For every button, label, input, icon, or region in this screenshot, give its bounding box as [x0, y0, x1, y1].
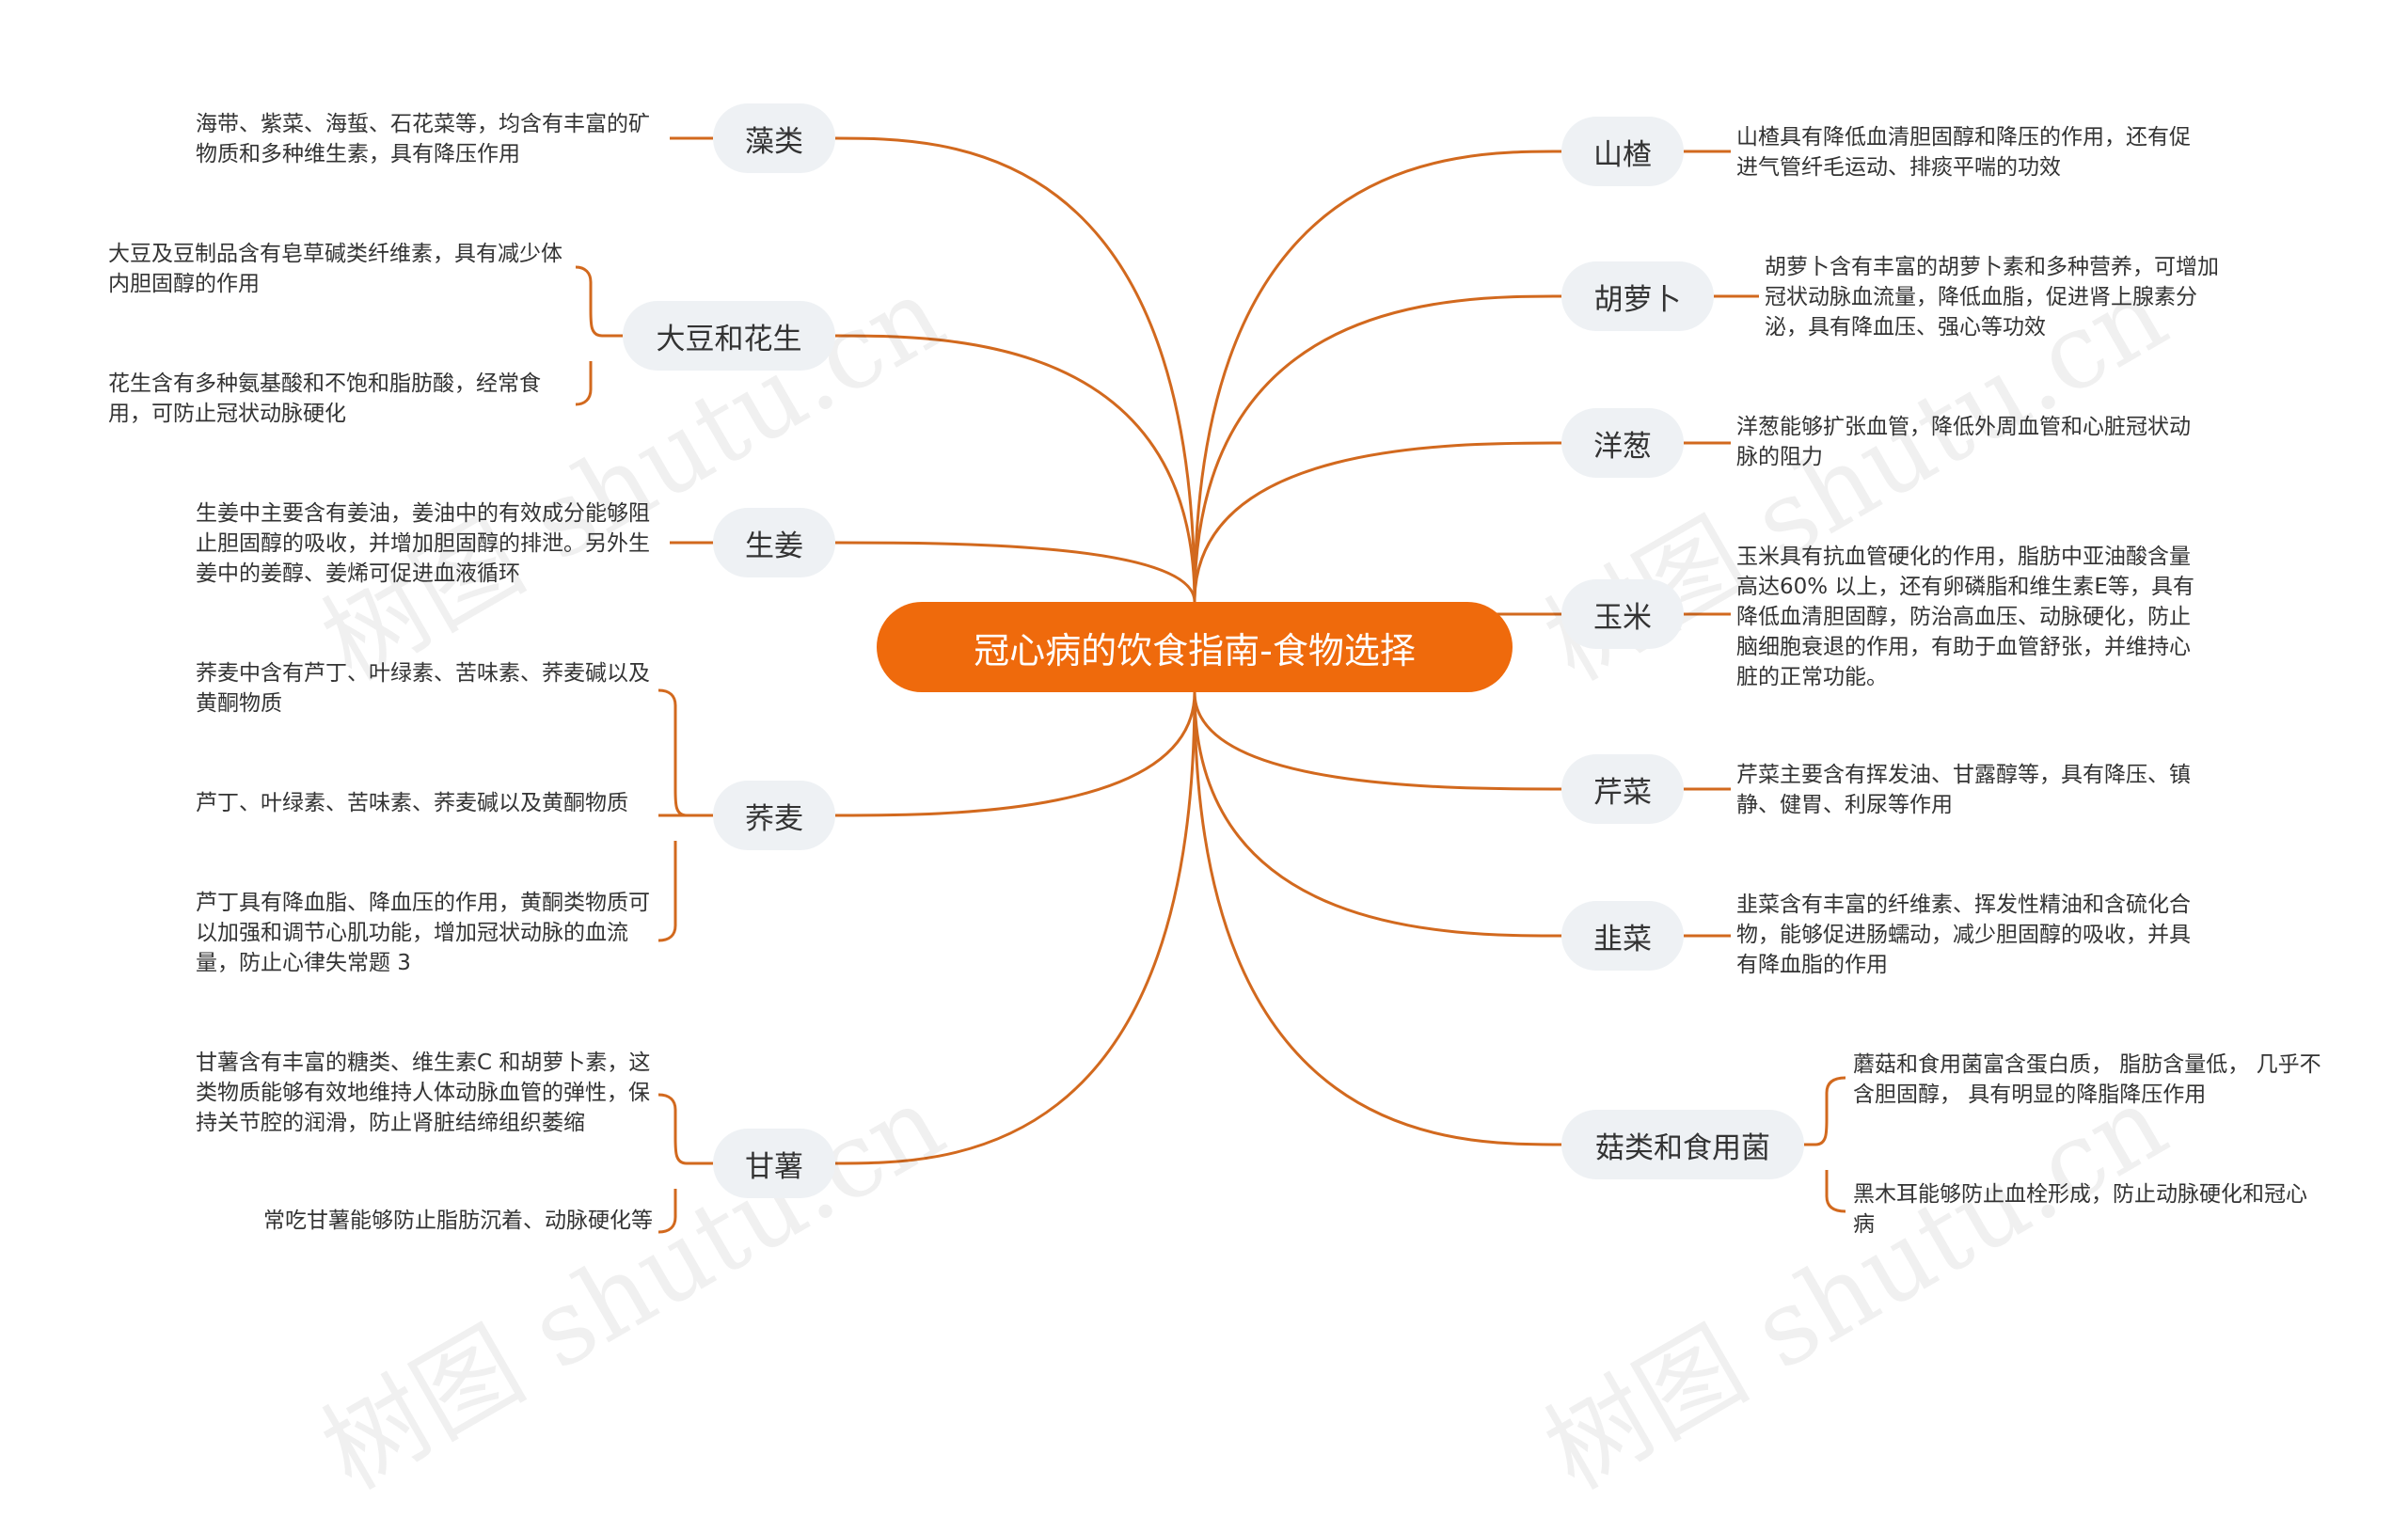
leaf-ginger-1: 生姜中主要含有姜油，姜油中的有效成分能够阻止胆固醇的吸收，并增加胆固醇的排泄。另…	[196, 501, 650, 586]
topic-sweet-potato[interactable]: 甘薯	[713, 1129, 835, 1198]
topic-mushroom[interactable]: 菇类和食用菌	[1561, 1110, 1804, 1179]
topic-hawthorn[interactable]: 山楂	[1561, 117, 1684, 186]
branch-line-right-1	[1193, 294, 1562, 603]
topic-carrot[interactable]: 胡萝卜	[1561, 261, 1714, 331]
topic-soybean-peanut[interactable]: 大豆和花生	[623, 301, 835, 371]
leaf-celery-1: 芹菜主要含有挥发油、甘露醇等，具有降压、镇静、健胃、利尿等作用	[1736, 763, 2191, 817]
branch-line-right-0	[1193, 150, 1562, 603]
topic-ginger[interactable]: 生姜	[713, 508, 835, 577]
branch-line-right-5	[1193, 691, 1562, 938]
leaf-line-buckwheat-3	[657, 841, 677, 942]
leaf-soybean-1: 大豆及豆制品含有皂草碱类纤维素，具有减少体内胆固醇的作用	[108, 242, 562, 296]
leaf-line-buckwheat-1	[657, 688, 713, 817]
branch-line-left-3	[834, 691, 1196, 817]
branch-line-left-4	[834, 691, 1196, 1165]
leaf-line-sweet-potato-2	[657, 1189, 677, 1234]
topic-celery[interactable]: 芹菜	[1561, 754, 1684, 824]
leaf-line-soybean	[575, 265, 623, 338]
leaf-buckwheat-3: 芦丁具有降血脂、降血压的作用，黄酮类物质可以加强和调节心肌功能，增加冠状动脉的血…	[196, 891, 650, 975]
central-topic[interactable]: 冠心病的饮食指南-食物选择	[877, 602, 1513, 692]
connector-lines	[575, 136, 1846, 1234]
leaf-line-sweet-potato-1	[657, 1093, 713, 1165]
branch-line-right-6	[1193, 691, 1562, 1146]
branch-line-left-1	[834, 334, 1196, 603]
topic-corn[interactable]: 玉米	[1561, 579, 1684, 649]
leaf-buckwheat-2: 芦丁、叶绿素、苦味素、荞麦碱以及黄酮物质	[196, 791, 628, 815]
leaf-sweet-potato-2: 常吃甘薯能够防止脂肪沉着、动脉硬化等	[263, 1209, 653, 1233]
leaf-mushroom-1: 蘑菇和食用菌富含蛋白质， 脂肪含量低， 几乎不含胆固醇， 具有明显的降脂降压作用	[1853, 1052, 2321, 1107]
topic-leek[interactable]: 韭菜	[1561, 901, 1684, 971]
branch-line-left-0	[834, 136, 1196, 603]
leaf-seaweed-1: 海带、紫菜、海蜇、石花菜等，均含有丰富的矿物质和多种维生素，具有降压作用	[196, 112, 650, 166]
leaf-hawthorn-1: 山楂具有降低血清胆固醇和降压的作用，还有促进气管纤毛运动、排痰平喘的功效	[1736, 125, 2191, 180]
leaf-line-peanut	[575, 361, 593, 406]
mindmap-canvas: 树图 shutu.cn 树图 shutu.cn 树图 shutu.cn 树图 s…	[108, 103, 2321, 1512]
leaf-buckwheat-1: 荞麦中含有芦丁、叶绿素、苦味素、荞麦碱以及黄酮物质	[196, 661, 650, 716]
leaf-line-mushroom-1	[1804, 1076, 1846, 1146]
leaf-corn-1: 玉米具有抗血管硬化的作用，脂肪中亚油酸含量高达60% 以上，还有卵磷脂和维生素E…	[1736, 545, 2194, 689]
leaf-mushroom-2: 黑木耳能够防止血栓形成，防止动脉硬化和冠心病	[1853, 1182, 2307, 1237]
topic-seaweed[interactable]: 藻类	[713, 103, 835, 173]
branch-line-right-4	[1193, 691, 1562, 791]
branch-line-left-2	[834, 541, 1196, 603]
leaf-peanut-1: 花生含有多种氨基酸和不饱和脂肪酸，经常食用，可防止冠状动脉硬化	[108, 371, 541, 426]
branch-line-right-2	[1193, 441, 1562, 603]
leaf-sweet-potato-1: 甘薯含有丰富的糖类、维生素C 和胡萝卜素，这类物质能够有效地维持人体动脉血管的弹…	[196, 1051, 651, 1135]
leaf-leek-1: 韭菜含有丰富的纤维素、挥发性精油和含硫化合物，能够促进肠蠕动，减少胆固醇的吸收，…	[1736, 893, 2191, 977]
leaf-onion-1: 洋葱能够扩张血管，降低外周血管和心脏冠状动脉的阻力	[1736, 415, 2191, 469]
leaf-line-mushroom-2	[1825, 1170, 1846, 1213]
topic-buckwheat[interactable]: 荞麦	[713, 781, 835, 850]
leaf-carrot-1: 胡萝卜含有丰富的胡萝卜素和多种营养，可增加冠状动脉血流量，降低血脂，促进肾上腺素…	[1765, 255, 2219, 340]
topic-onion[interactable]: 洋葱	[1561, 408, 1684, 478]
